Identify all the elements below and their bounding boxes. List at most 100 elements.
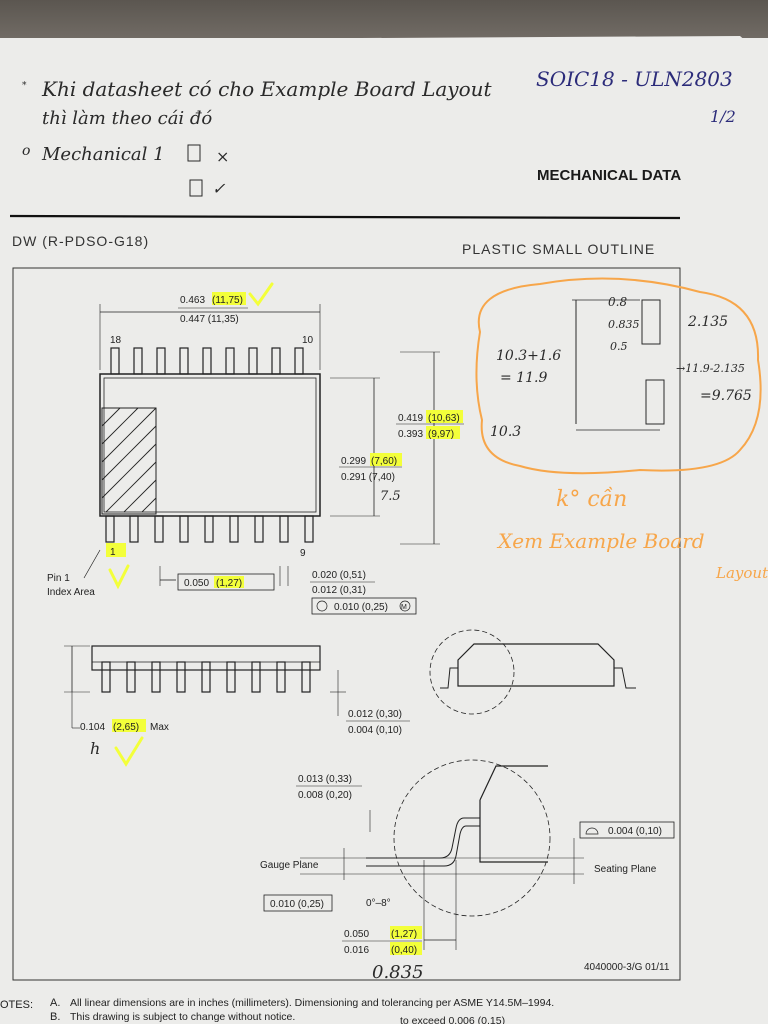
pin-9-label: 9 [300,548,306,559]
calc-r2: →11.9-2.135 [676,362,745,375]
svg-text:*: * [22,81,27,91]
dim-length-min: 0.447 (11,35) [180,314,239,325]
dim-width-max-mm: (10,63) [428,413,460,424]
check-icon [248,282,274,307]
highlight-checks [108,282,274,767]
dim-tolerance: 0.010 (0,25) [334,602,388,613]
note-c: to exceed 0.006 (0,15) [400,1015,505,1024]
end-view [429,629,636,715]
flatness-box [579,821,675,839]
check-icon [114,736,144,767]
note-line-1: Khi datasheet có cho Example Board Layou… [41,77,493,101]
dim-width-max: 0.419 [398,413,423,424]
dim-length-max: 0.463 [180,295,205,306]
dim-height-max: 0.104 [80,722,105,733]
gauge-plane-label: Gauge Plane [260,860,319,871]
calc-s1: 0.8 [608,295,627,309]
tolerance-box [311,597,417,615]
orange-note-1: k° cần [556,486,627,512]
package-type: PLASTIC SMALL OUTLINE [462,241,655,257]
check-mark: ✓ [212,179,226,198]
dim-pitch: 0.050 [184,578,209,589]
part-page: 1/2 [710,107,736,126]
orange-note-2: Xem Example Board [496,529,705,553]
dim-body-width-max-mm: (7,60) [371,456,397,467]
pin-10-label: 10 [302,335,314,346]
footer-notes: OTES: A. All linear dimensions are in in… [0,997,554,1024]
handwritten-notes: * Khi datasheet có cho Example Board Lay… [22,77,493,198]
gauge-box [263,894,333,912]
pitch-box [177,573,275,591]
dim-lead-len-min: 0.016 [344,945,369,956]
calc-r3: =9.765 [700,388,752,404]
highlight [390,926,422,939]
pin-18-label: 18 [110,335,122,346]
checkbox-icon [187,144,201,162]
note-a: All linear dimensions are in inches (mil… [70,997,554,1009]
dim-lead-max: 0.020 (0,51) [312,570,366,581]
highlight [390,942,422,955]
pin-1-text: Pin 1 [47,573,70,584]
highlight [426,426,460,439]
calc-line-2: = 11.9 [500,370,547,386]
index-area-text: Index Area [47,587,95,598]
note-b: This drawing is subject to change withou… [70,1011,295,1023]
mmc-letter: M [401,604,407,611]
mmc-icon [399,600,411,612]
highlight [426,410,463,423]
note-a-letter: A. [50,997,60,1009]
flatness-icon [585,827,599,835]
top-view [83,304,440,586]
pin-1-label: 1 [110,547,116,558]
calc-notes: 10.3+1.6 = 11.9 10.3 0.8 0.835 0.5 2.135… [490,295,752,440]
calc-line-1: 10.3+1.6 [496,348,561,364]
dim-pitch-mm: (1,27) [216,578,242,589]
orange-note-3: Layout [715,564,768,582]
part-name: SOIC18 - ULN2803 [536,67,733,91]
calc-s3: 0.5 [610,340,628,353]
note-line-2: thì làm theo cái đó [42,108,212,129]
calc-line-3: 10.3 [490,424,521,440]
lead-length-note: 0.835 [372,962,424,983]
dim-lead-len-max: 0.050 [344,929,369,940]
dim-lead-len-min-mm: (0,40) [391,945,417,956]
position-icon [316,600,328,612]
cross-mark: × [216,147,229,166]
page-title: MECHANICAL DATA [537,167,681,184]
lead-detail [300,759,584,950]
part-label: SOIC18 - ULN2803 1/2 [536,67,736,126]
dim-gauge: 0.010 (0,25) [270,899,324,910]
dim-standoff-min: 0.004 (0,10) [348,725,402,736]
dim-lead-thk-min: 0.008 (0,20) [298,790,352,801]
header-rule [9,214,681,220]
dim-lead-min: 0.012 (0,31) [312,585,366,596]
body-width-note: 7.5 [380,489,401,504]
highlight [212,292,246,305]
dim-height-suffix: Max [150,722,169,733]
highlight [370,453,402,466]
dim-body-width-min: 0.291 (7,40) [341,472,395,483]
dim-angle: 0°–8° [366,898,391,909]
height-note: h [90,739,100,758]
calc-r1: 2.135 [687,314,728,330]
paper-sheet [0,36,768,1024]
check-icon [108,564,130,590]
handwritten-annotations: 7.5 h 0.835 k° cần Xem Example Board Lay… [90,486,768,983]
seating-plane-label: Seating Plane [594,864,657,875]
side-view-labels: 0.104 (2,65) Max 0.012 (0,30) 0.004 (0,1… [80,709,410,736]
drawing-frame [12,267,681,981]
dim-flatness: 0.004 (0,10) [608,826,662,837]
note-b-letter: B. [50,1011,60,1023]
detail-labels: 0.013 (0,33) 0.008 (0,20) Gauge Plane Se… [260,774,675,973]
dim-lead-len-max-mm: (1,27) [391,929,417,940]
dim-body-width-max: 0.299 [341,456,366,467]
highlight [106,543,126,557]
checkbox-icon [189,179,203,197]
dim-length-max-mm: (11,75) [212,295,243,306]
note-mechanical: Mechanical 1 [41,144,165,165]
highlight [214,576,244,588]
top-view-labels: 0.463 (11,75) 0.447 (11,35) 18 10 1 9 0.… [47,292,464,615]
calc-s2: 0.835 [608,318,640,331]
drawing-number: 4040000-3/G 01/11 [584,962,670,973]
